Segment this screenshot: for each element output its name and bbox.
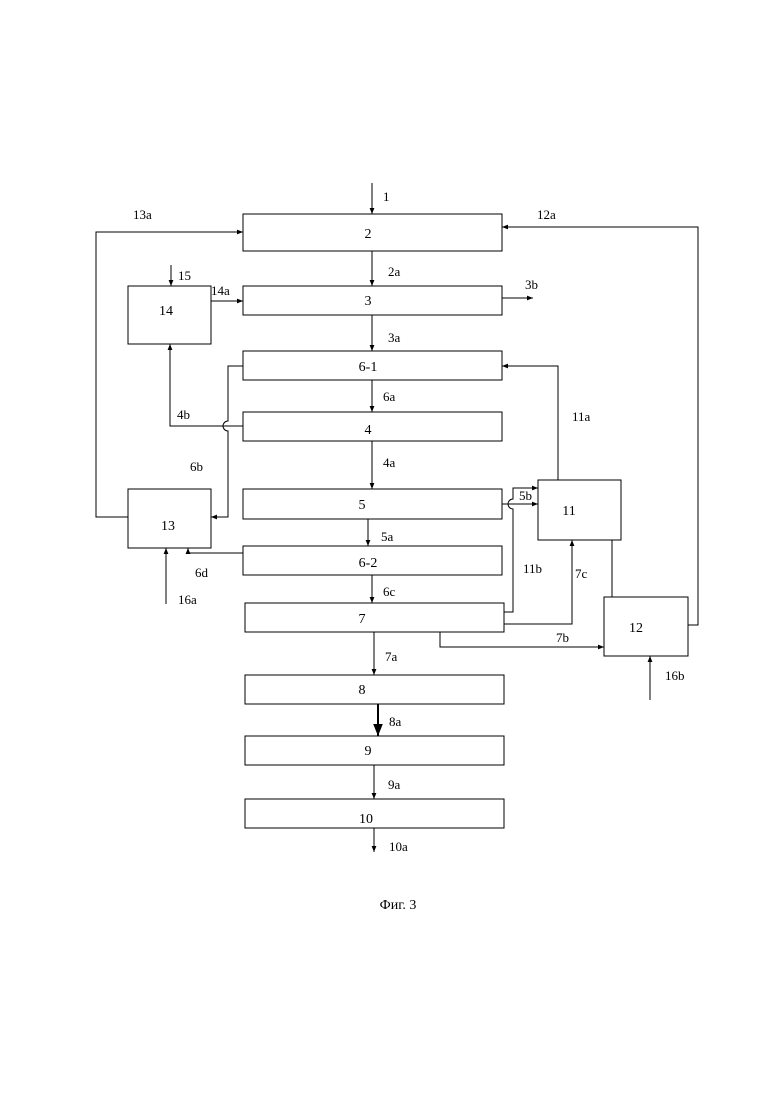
block-5-label: 5 (359, 498, 366, 513)
block-6-1-label: 6-1 (359, 360, 378, 375)
stream-15-label: 15 (178, 268, 191, 283)
block-10: 10 (245, 799, 504, 828)
block-2: 2 (243, 214, 502, 251)
stream-5a-label: 5a (381, 529, 394, 544)
stream-3a-label: 3a (388, 330, 401, 345)
block-9: 9 (245, 736, 504, 765)
block-11: 11 (538, 480, 621, 540)
block-4: 4 (243, 412, 502, 441)
block-9-label: 9 (365, 744, 372, 759)
stream-2a-label: 2a (388, 264, 401, 279)
block-5: 5 (243, 489, 502, 519)
stream-9a-label: 9a (388, 777, 401, 792)
stream-11a-label: 11a (572, 409, 591, 424)
stream-14a-label: 14a (211, 283, 230, 298)
block-14: 14 (128, 286, 211, 344)
block-6-1: 6-1 (243, 351, 502, 380)
stream-4a-label: 4a (383, 455, 396, 470)
stream-7c-line (504, 540, 572, 624)
stream-7a-label: 7a (385, 649, 398, 664)
stream-11a-line (502, 366, 558, 480)
block-3: 3 (243, 286, 502, 315)
stream-13a-label: 13a (133, 207, 152, 222)
block-8-label: 8 (359, 683, 366, 698)
stream-7b-line (440, 632, 604, 647)
block-12: 12 (604, 597, 688, 656)
stream-6c-label: 6c (383, 584, 396, 599)
block-7-label: 7 (359, 612, 366, 627)
block-2-label: 2 (365, 227, 372, 242)
stream-5b-label: 5b (519, 488, 532, 503)
stream-6d-line (188, 548, 243, 553)
stream-6b-label: 6b (190, 459, 203, 474)
stream-16a-label: 16a (178, 592, 197, 607)
block-13: 13 (128, 489, 211, 548)
stream-16b-label: 16b (665, 668, 685, 683)
stream-8a-label: 8a (389, 714, 402, 729)
stream-11b-label: 11b (523, 561, 542, 576)
block-10-label: 10 (359, 812, 373, 827)
stream-6d-label: 6d (195, 565, 209, 580)
stream-1-label: 1 (383, 189, 390, 204)
block-14-label: 14 (159, 304, 173, 319)
block-4-label: 4 (365, 423, 372, 438)
stream-10a-label: 10a (389, 839, 408, 854)
stream-7b-label: 7b (556, 630, 569, 645)
block-6-2: 6-2 (243, 546, 502, 575)
stream-3b-label: 3b (525, 277, 538, 292)
block-11-label: 11 (562, 504, 575, 519)
stream-12a-label: 12a (537, 207, 556, 222)
stream-6b-line (211, 366, 243, 517)
stream-11b-line (504, 488, 538, 612)
block-7: 7 (245, 603, 504, 632)
block-12-label: 12 (629, 621, 643, 636)
block-8: 8 (245, 675, 504, 704)
stream-6a-label: 6a (383, 389, 396, 404)
stream-4b-label: 4b (177, 407, 190, 422)
block-13-label: 13 (161, 519, 175, 534)
figure-caption: Фиг. 3 (380, 898, 417, 913)
stream-7c-label: 7c (575, 566, 588, 581)
block-3-label: 3 (365, 294, 372, 309)
block-6-2-label: 6-2 (359, 556, 378, 571)
